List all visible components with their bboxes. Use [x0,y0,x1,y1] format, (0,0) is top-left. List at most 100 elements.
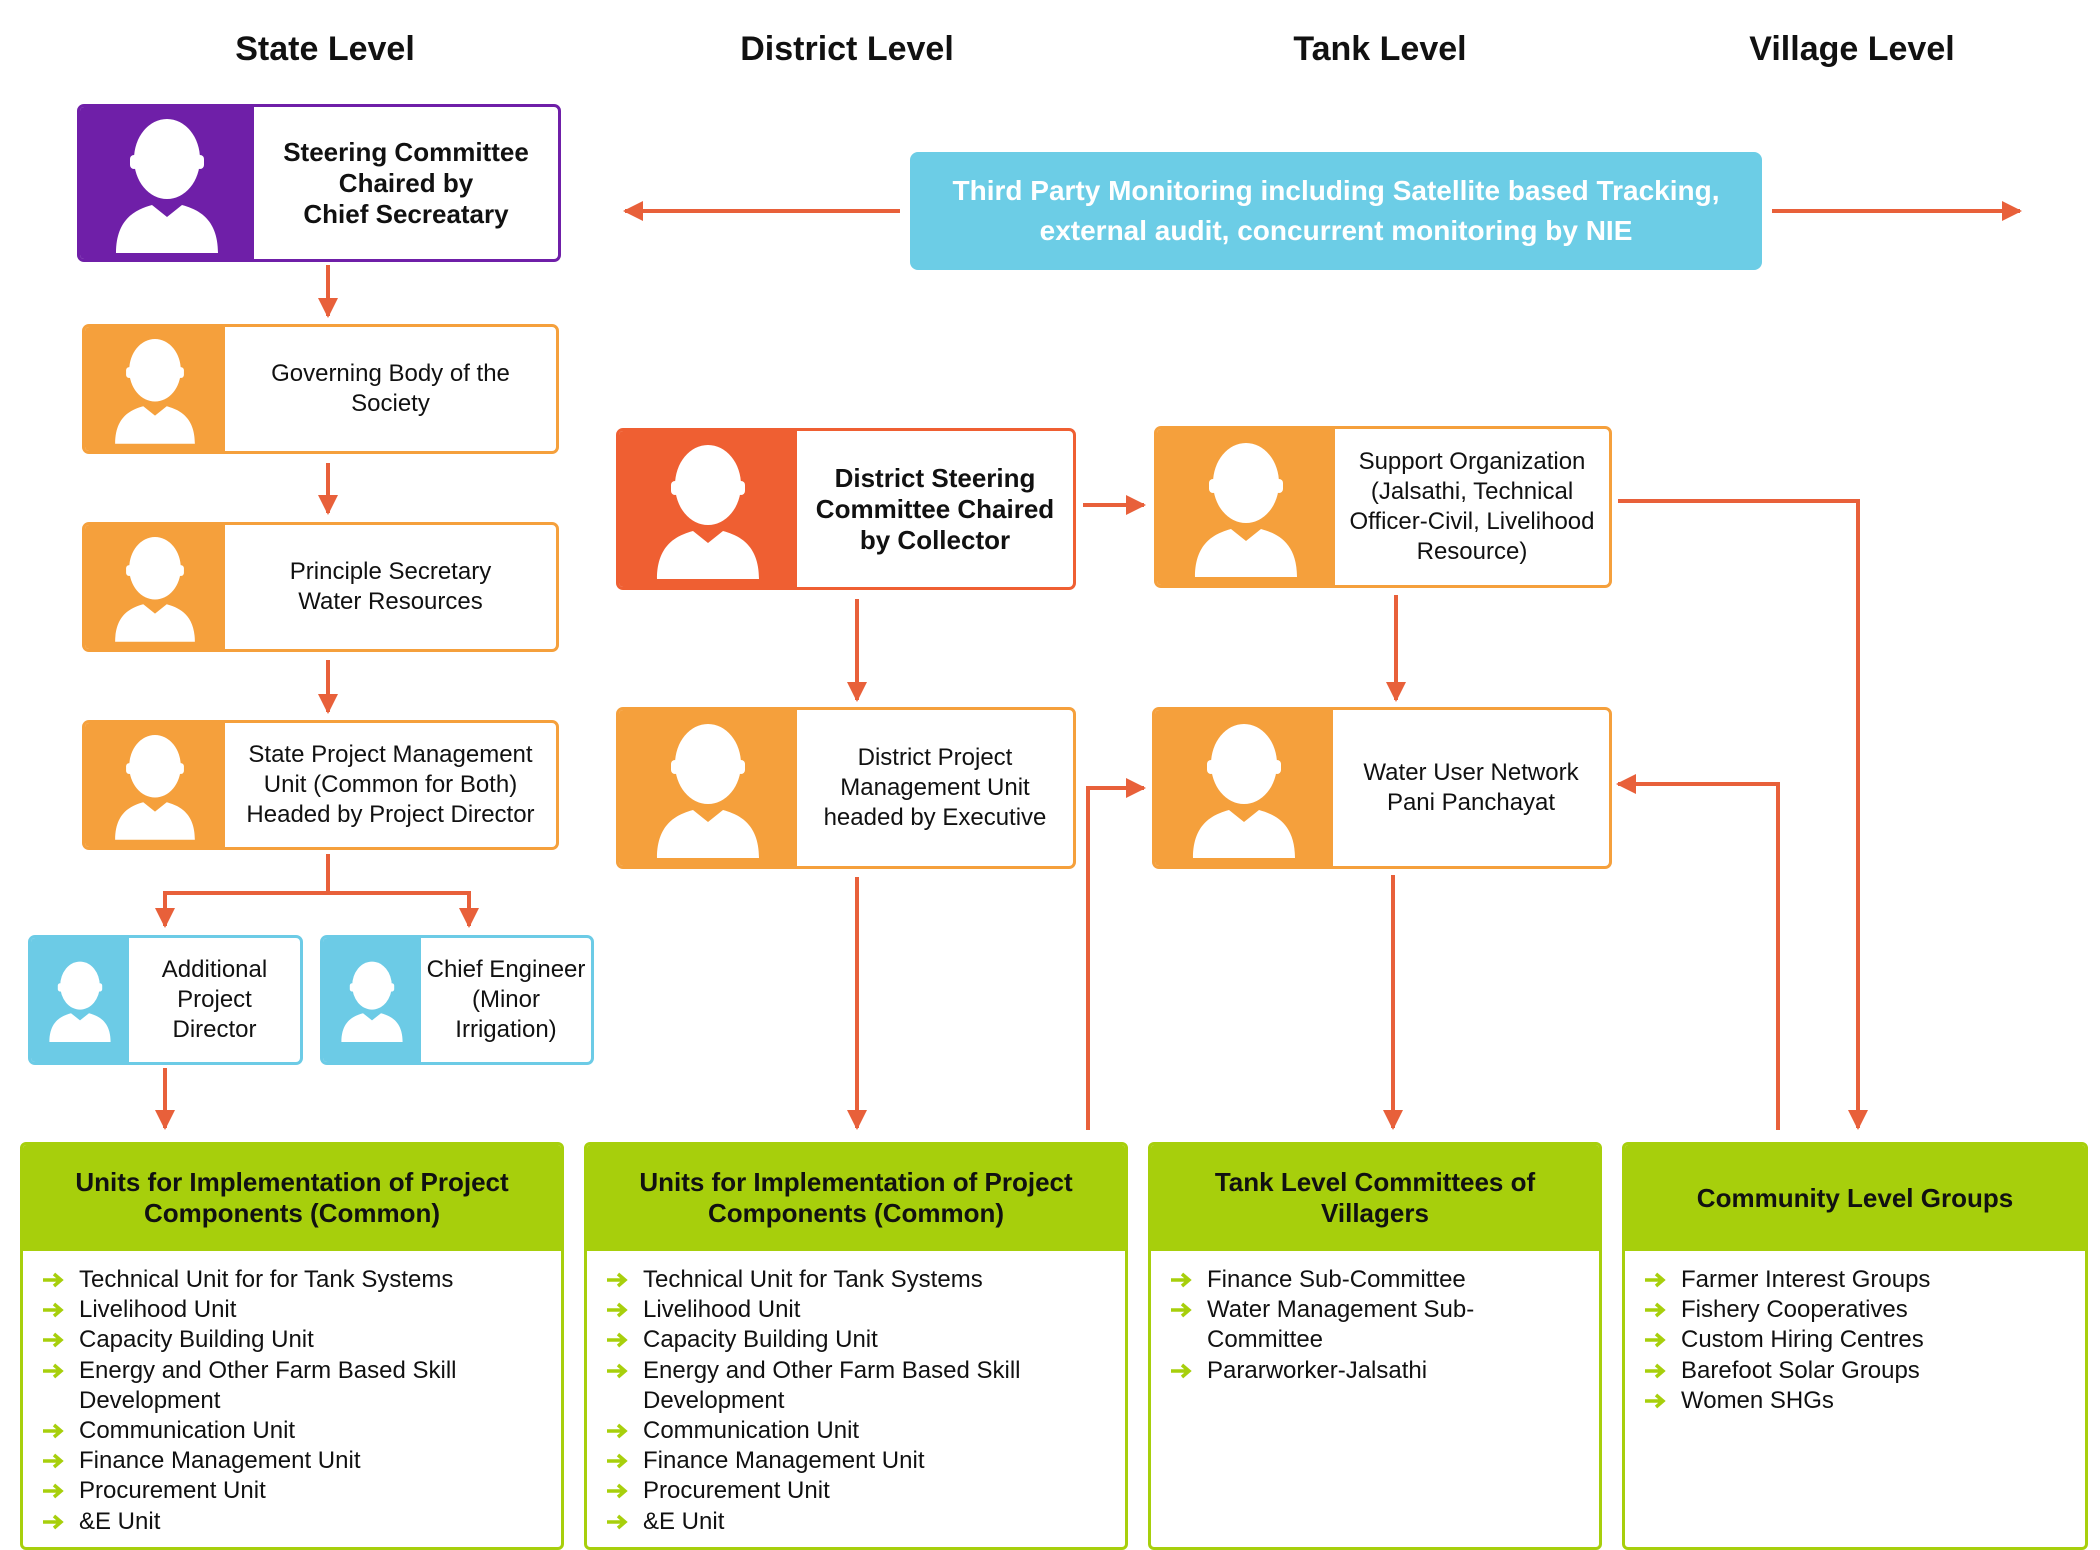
spmu-line-1: State Project Management [248,741,533,768]
list-item: Finance Sub-Committee [1169,1265,1599,1295]
tpm-line-1: Third Party Monitoring including Satelli… [952,175,1720,206]
additional-project-director-node: Additional Project Director [28,935,303,1065]
state-units-group: Units for Implementation of Project Comp… [20,1142,564,1550]
list-item: Women SHGs [1643,1386,2085,1416]
chief-line-3: Irrigation) [455,1016,557,1043]
list-item: Procurement Unit [41,1476,561,1506]
steering-line-2: Chaired by [338,167,474,198]
water-user-network-node: Water User Network Pani Panchayat [1152,707,1612,869]
arrow-right-icon [1645,1302,1666,1318]
list-item: Barefoot Solar Groups [1643,1356,2085,1386]
list-item: Finance Management Unit [41,1446,561,1476]
arrow-right-icon [1645,1272,1666,1288]
district-level-heading: District Level [740,30,954,68]
arrow-right-icon [43,1514,64,1529]
spmu-line-3: Headed by Project Director [246,801,535,828]
arrow-right-icon [607,1333,628,1348]
state-level-heading: State Level [235,30,415,68]
list-item: Communication Unit [41,1416,561,1446]
support-line-2: (Jalsathi, Technical [1370,478,1574,505]
apd-line-3: Director [172,1016,257,1043]
arrow-district-units-to-wun [1086,778,1146,1130]
governing-body-node: Governing Body of the Society [82,324,559,454]
community-title: Community Level Groups [1696,1182,2014,1213]
arrow-right-icon [1171,1363,1192,1378]
person-icon [1155,710,1333,866]
person-icon [85,327,225,451]
tank-committees-group: Tank Level Committees of Villagers Finan… [1148,1142,1602,1550]
chief-engineer-node: Chief Engineer (Minor Irrigation) [320,935,594,1065]
person-icon [323,938,421,1062]
spmu-line-2: Unit (Common for Both) [263,771,518,798]
principal-line-1: Principle Secretary [289,558,492,585]
support-line-1: Support Organization [1358,448,1586,475]
arrow-right-icon [1171,1272,1192,1288]
district-units-list: Technical Unit for Tank Systems Liveliho… [587,1251,1125,1537]
dsc-line-1: District Steering [834,462,1036,493]
arrow-community-to-wun [1616,774,1780,1130]
village-level-heading: Village Level [1749,30,1955,68]
arrow-right-icon [1645,1393,1666,1409]
community-groups-group: Community Level Groups Farmer Interest G… [1622,1142,2088,1550]
district-units-title-2: Components (Common) [707,1198,1005,1228]
list-item: Energy and Other Farm Based Skill Develo… [41,1356,561,1416]
dpmu-line-1: District Project [857,744,1013,771]
steering-line-3: Chief Secreatary [303,198,509,229]
district-units-title-1: Units for Implementation of Project [639,1167,1073,1197]
person-icon [85,525,225,649]
list-item: Procurement Unit [605,1476,1125,1506]
steering-committee-node: Steering Committee Chaired by Chief Secr… [77,104,561,262]
list-item: Capacity Building Unit [605,1325,1125,1355]
tank-committees-title-1: Tank Level Committees of [1214,1167,1536,1197]
person-icon [1157,429,1335,585]
arrow-right-icon [607,1423,628,1439]
arrow-right-icon [43,1302,64,1318]
state-units-title-2: Components (Common) [143,1198,441,1228]
tank-committees-list: Finance Sub-Committee Water Management S… [1151,1251,1599,1386]
arrow-right-icon [607,1484,628,1499]
list-item: Communication Unit [605,1416,1125,1446]
tank-level-heading: Tank Level [1293,30,1467,68]
list-item: Technical Unit for Tank Systems [605,1265,1125,1295]
list-item: Energy and Other Farm Based Skill Develo… [605,1356,1125,1416]
arrow-right-icon [43,1333,64,1348]
chief-line-2: (Minor [471,986,540,1013]
governing-line-1: Governing Body of the [271,360,510,387]
district-units-group: Units for Implementation of Project Comp… [584,1142,1128,1550]
wun-line-1: Water User Network [1363,759,1579,786]
list-item: Custom Hiring Centres [1643,1325,2085,1355]
list-item: Fishery Cooperatives [1643,1295,2085,1325]
arrow-support-to-community [1618,499,1868,1130]
list-item: Water Management Sub-Committee [1169,1295,1599,1355]
arrow-right-icon [607,1302,628,1318]
arrow-right-icon [43,1484,64,1499]
district-steering-committee-node: District Steering Committee Chaired by C… [616,428,1076,590]
principal-line-2: Water Resources [298,588,483,615]
state-units-title-1: Units for Implementation of Project [75,1167,509,1197]
dpmu-line-3: headed by Executive [823,804,1047,831]
third-party-monitoring-node: Third Party Monitoring including Satelli… [910,152,1762,270]
tank-committees-title-2: Villagers [1321,1198,1429,1228]
arrow-right-icon [43,1423,64,1439]
dsc-line-3: by Collector [859,524,1011,555]
arrow-right-icon [1645,1333,1666,1348]
governing-line-2: Society [351,390,430,417]
support-line-3: Officer-Civil, Livelihood [1349,508,1595,535]
dpmu-line-2: Management Unit [840,774,1030,801]
tpm-line-2: external audit, concurrent monitoring by… [1039,215,1633,246]
apd-line-2: Project [177,986,252,1013]
arrow-right-icon [607,1453,628,1469]
list-item: Pararworker-Jalsathi [1169,1356,1599,1386]
principal-secretary-node: Principle Secretary Water Resources [82,522,559,652]
list-item: &E Unit [41,1507,561,1537]
list-item: Capacity Building Unit [41,1325,561,1355]
arrow-right-icon [43,1363,64,1378]
person-icon [85,723,225,847]
support-organization-node: Support Organization (Jalsathi, Technica… [1154,426,1612,588]
list-item: Livelihood Unit [605,1295,1125,1325]
dsc-line-2: Committee Chaired [815,493,1055,524]
list-item: Livelihood Unit [41,1295,561,1325]
list-item: Finance Management Unit [605,1446,1125,1476]
community-list: Farmer Interest Groups Fishery Cooperati… [1625,1251,2085,1416]
